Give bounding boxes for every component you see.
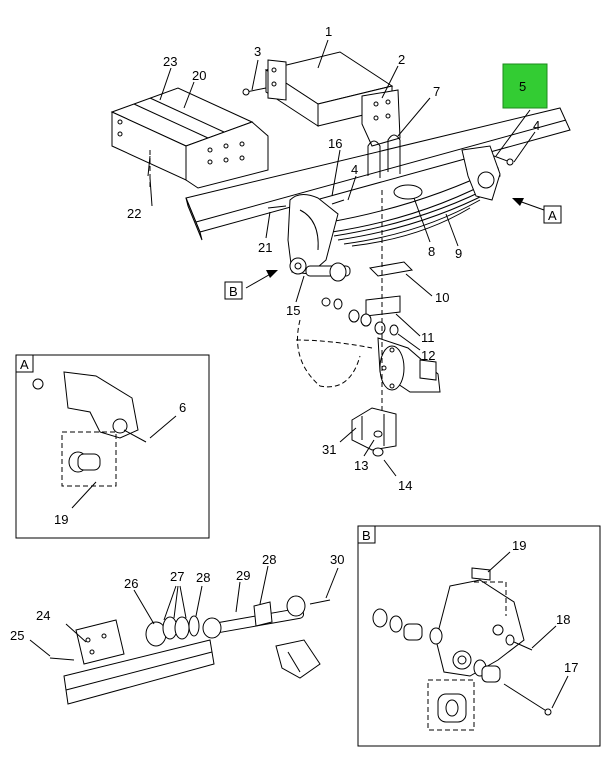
callout-14[interactable]: 14 bbox=[398, 478, 412, 493]
callout-23[interactable]: 23 bbox=[163, 54, 177, 69]
callout-11[interactable]: 11 bbox=[421, 330, 435, 345]
view-b-arrow bbox=[245, 270, 278, 289]
callout-4b[interactable]: 4 bbox=[351, 162, 358, 177]
inset-a-leader-6 bbox=[149, 415, 177, 439]
axle bbox=[295, 319, 441, 393]
callout-18[interactable]: 18 bbox=[556, 612, 570, 627]
callout-13[interactable]: 13 bbox=[354, 458, 368, 473]
view-b-label-inset: B bbox=[362, 528, 371, 543]
callout-26[interactable]: 26 bbox=[124, 576, 138, 591]
rod-washers bbox=[145, 615, 200, 647]
callout-2[interactable]: 2 bbox=[398, 52, 405, 67]
callout-19b[interactable]: 19 bbox=[512, 538, 526, 553]
callout-3[interactable]: 3 bbox=[254, 44, 261, 59]
callout-7[interactable]: 7 bbox=[433, 84, 440, 99]
callout-5[interactable]: 5 bbox=[519, 79, 526, 94]
callout-9[interactable]: 9 bbox=[455, 246, 462, 261]
callout-17[interactable]: 17 bbox=[564, 660, 578, 675]
callout-4a[interactable]: 4 bbox=[533, 118, 540, 133]
inset-b-bushings bbox=[372, 608, 552, 731]
callout-22[interactable]: 22 bbox=[127, 206, 141, 221]
callout-8[interactable]: 8 bbox=[428, 244, 435, 259]
callout-6[interactable]: 6 bbox=[179, 400, 186, 415]
view-a-arrow bbox=[512, 198, 545, 211]
lower-bracket bbox=[275, 639, 321, 679]
front-hanger bbox=[287, 194, 339, 275]
callout-5-highlight[interactable] bbox=[502, 63, 548, 109]
bottom-left-leaders bbox=[29, 565, 339, 657]
inset-a-hanger bbox=[32, 371, 147, 487]
bolt-25 bbox=[49, 657, 75, 661]
view-a-label-main: A bbox=[548, 208, 557, 223]
axle-seat bbox=[351, 407, 397, 457]
leaf-spring bbox=[329, 167, 501, 247]
callout-10[interactable]: 10 bbox=[435, 290, 449, 305]
inset-a-frame bbox=[15, 354, 210, 539]
inset-a-tag bbox=[15, 354, 34, 373]
rear-hanger bbox=[461, 145, 501, 201]
leader-lines bbox=[149, 39, 536, 477]
callout-21[interactable]: 21 bbox=[258, 240, 272, 255]
inset-b-leader-19 bbox=[487, 551, 511, 573]
callout-1[interactable]: 1 bbox=[325, 24, 332, 39]
callout-15[interactable]: 15 bbox=[286, 303, 300, 318]
shock-parts bbox=[321, 261, 414, 336]
inset-b-leader-17 bbox=[551, 675, 569, 709]
callout-20[interactable]: 20 bbox=[192, 68, 206, 83]
torque-rod bbox=[202, 595, 331, 639]
inset-b-hanger bbox=[435, 567, 525, 677]
callout-19a[interactable]: 19 bbox=[54, 512, 68, 527]
callout-25[interactable]: 25 bbox=[10, 628, 24, 643]
view-a-box-main bbox=[543, 205, 562, 224]
callout-30[interactable]: 30 bbox=[330, 552, 344, 567]
crossmember-bracket bbox=[110, 87, 269, 189]
callout-16[interactable]: 16 bbox=[328, 136, 342, 151]
inset-a-leader-19 bbox=[71, 481, 97, 509]
callout-27[interactable]: 27 bbox=[170, 569, 184, 584]
frame-rail bbox=[185, 107, 571, 241]
view-a-label-inset: A bbox=[20, 357, 29, 372]
callout-24[interactable]: 24 bbox=[36, 608, 50, 623]
lower-frame-rail bbox=[63, 619, 215, 705]
callout-28a[interactable]: 28 bbox=[196, 570, 210, 585]
callout-29[interactable]: 29 bbox=[236, 568, 250, 583]
crossmember bbox=[264, 51, 401, 147]
view-b-box-main bbox=[224, 281, 243, 300]
inset-b-tag bbox=[357, 525, 376, 544]
view-b-label-main: B bbox=[229, 284, 238, 299]
inset-b-leader-18 bbox=[531, 625, 557, 649]
callout-28b[interactable]: 28 bbox=[262, 552, 276, 567]
callout-31[interactable]: 31 bbox=[322, 442, 336, 457]
inset-b-frame bbox=[357, 525, 601, 747]
spring-pin-bushing bbox=[305, 262, 351, 282]
callout-12[interactable]: 12 bbox=[421, 348, 435, 363]
u-bolts bbox=[367, 134, 401, 178]
